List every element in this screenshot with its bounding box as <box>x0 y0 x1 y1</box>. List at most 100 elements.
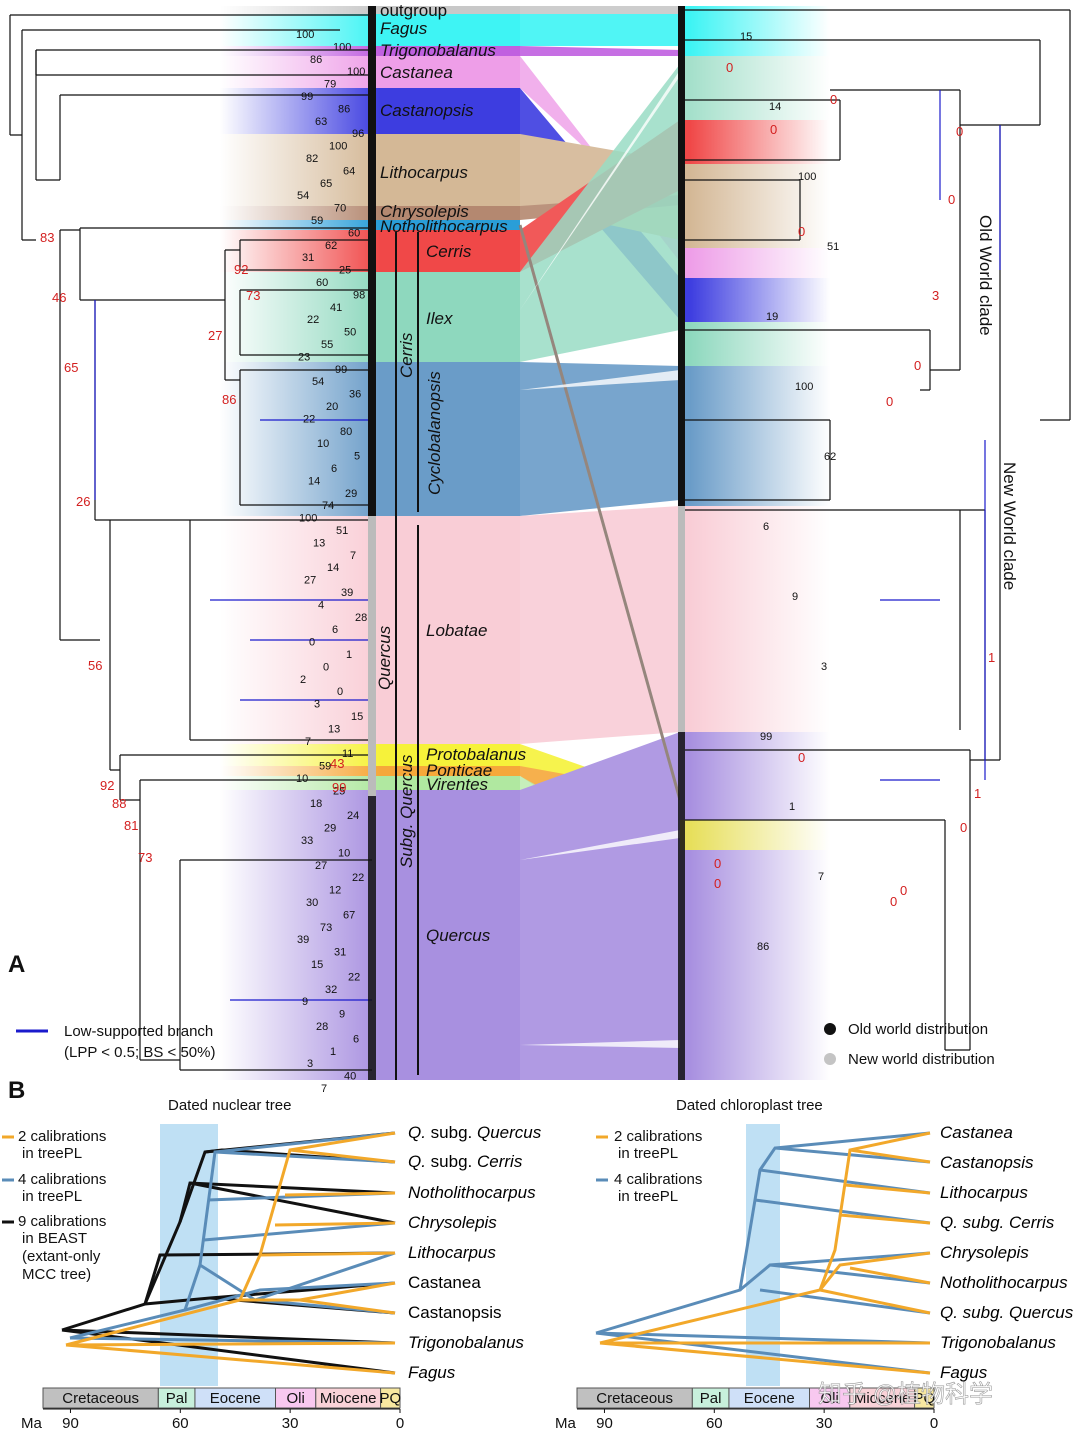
clade-label-cerris: Cerris <box>426 242 472 261</box>
support-value-red: 1 <box>988 650 995 665</box>
nuclear-taxon-chrysolepis: Chrysolepis <box>408 1213 497 1232</box>
support-value: 9 <box>339 1009 345 1021</box>
support-value: 100 <box>347 66 365 78</box>
time-tick-label: 90 <box>62 1415 79 1432</box>
support-value: 29 <box>345 488 357 500</box>
support-value-red: 0 <box>890 894 897 909</box>
support-value: 25 <box>339 265 351 277</box>
support-value: 6 <box>353 1033 359 1045</box>
clade-label-quercus: Quercus <box>426 926 491 945</box>
support-value-red: 92 <box>100 778 114 793</box>
support-value: 55 <box>321 339 333 351</box>
time-tick-label: 60 <box>172 1415 189 1432</box>
nuclear-taxon-notholithocarpus: Notholithocarpus <box>408 1183 536 1202</box>
nuclear-tips <box>368 6 376 1080</box>
support-value-red: 27 <box>208 328 222 343</box>
time-tick-label: 30 <box>282 1415 299 1432</box>
chloroplast-legend: 2 calibrations in treePL 4 calibrations … <box>596 1128 702 1205</box>
support-value-red: 0 <box>886 394 893 409</box>
support-value-red: 0 <box>798 224 805 239</box>
watermark: 知乎 @植物科学 <box>818 1381 993 1408</box>
support-value: 29 <box>324 823 336 835</box>
support-value: 6 <box>331 463 337 475</box>
period-label: Oli <box>286 1390 304 1407</box>
nuclear-taxon-castanea: Castanea <box>408 1273 481 1292</box>
support-value: 7 <box>321 1083 327 1095</box>
period-label: Cretaceous <box>596 1390 673 1407</box>
new-world-legend-text: New world distribution <box>848 1051 995 1068</box>
support-value: 25 <box>333 785 345 797</box>
support-value: 36 <box>349 389 361 401</box>
support-value: 100 <box>299 513 317 525</box>
support-value-red: 46 <box>52 290 66 305</box>
support-value-red: 0 <box>726 60 733 75</box>
clade-label-fagus: Fagus <box>380 19 428 38</box>
nuclear-tree <box>9 14 372 1071</box>
support-value-red: 83 <box>40 230 54 245</box>
support-value: 60 <box>348 227 360 239</box>
new-world-dot <box>824 1053 836 1065</box>
support-value: 51 <box>827 241 839 253</box>
support-value: 0 <box>323 661 329 673</box>
support-value: 24 <box>347 810 359 822</box>
nuclear-taxon-castanopsis: Castanopsis <box>408 1303 502 1322</box>
clade-label-trigonobalanus: Trigonobalanus <box>380 41 496 60</box>
low-support-legend-line2: (LPP < 0.5; BS < 50%) <box>64 1044 215 1061</box>
support-value: 0 <box>309 637 315 649</box>
support-value: 15 <box>740 31 752 43</box>
chloroplast-taxon-notholithocarpus: Notholithocarpus <box>940 1273 1068 1292</box>
chloroplast-tips <box>678 6 685 1080</box>
support-value-red: 3 <box>932 288 939 303</box>
support-value: 3 <box>314 699 320 711</box>
clade-label-virentes: Virentes <box>426 775 489 794</box>
nuclear-taxa-labels: Q. subg. Quercus Q. subg. Cerris Notholi… <box>408 1123 542 1382</box>
support-value-red: 43 <box>330 756 344 771</box>
support-value: 80 <box>340 426 352 438</box>
period-label: Miocene <box>320 1390 377 1407</box>
chloroplast-low-support-branches <box>880 90 1001 781</box>
nuclear-legend: 2 calibrations in treePL 4 calibrations … <box>2 1128 106 1283</box>
chloroplast-taxon-trigonobalanus: Trigonobalanus <box>940 1333 1056 1352</box>
support-value: 96 <box>352 128 364 140</box>
support-value: 9 <box>302 996 308 1008</box>
time-tick-label: 90 <box>596 1415 613 1432</box>
time-tick-label: 0 <box>930 1415 938 1432</box>
nuclear-taxon-fagus: Fagus <box>408 1363 456 1382</box>
support-value: 7 <box>305 736 311 748</box>
support-value: 86 <box>338 103 350 115</box>
support-value: 98 <box>353 289 365 301</box>
support-value: 6 <box>332 624 338 636</box>
support-value: 86 <box>757 941 769 953</box>
svg-text:2 calibrations: 2 calibrations <box>614 1128 702 1145</box>
chloroplast-clade-bands <box>680 6 830 1080</box>
clade-label-cyclobalanopsis: Cyclobalanopsis <box>425 371 444 495</box>
support-value: 62 <box>325 240 337 252</box>
support-value: 82 <box>306 153 318 165</box>
support-value: 0 <box>337 686 343 698</box>
support-value: 22 <box>303 413 315 425</box>
chloroplast-taxon-fagus: Fagus <box>940 1363 988 1382</box>
time-unit: Ma <box>555 1415 576 1432</box>
support-value: 10 <box>338 847 350 859</box>
support-value: 63 <box>315 116 327 128</box>
tanglegram-ribbons <box>518 6 682 1080</box>
support-value: 30 <box>306 897 318 909</box>
support-values-black: 1001008610079998663961008264655470596062… <box>296 29 839 1095</box>
svg-text:in BEAST: in BEAST <box>22 1230 87 1247</box>
support-value: 10 <box>296 773 308 785</box>
time-tick-label: 60 <box>706 1415 723 1432</box>
support-value-red: 0 <box>914 358 921 373</box>
svg-text:in treePL: in treePL <box>22 1145 82 1162</box>
nuclear-taxon-q-subg-cerris: Q. subg. Cerris <box>408 1152 523 1171</box>
period-label: Eocene <box>744 1390 795 1407</box>
svg-text:in treePL: in treePL <box>618 1145 678 1162</box>
time-tick-label: 30 <box>816 1415 833 1432</box>
support-value: 11 <box>342 748 353 760</box>
support-value: 59 <box>311 215 323 227</box>
support-value: 40 <box>344 1071 356 1083</box>
period-label: Oli <box>820 1390 838 1407</box>
support-value: 19 <box>766 311 778 323</box>
time-tick-label: 0 <box>396 1415 404 1432</box>
support-value: 100 <box>329 141 347 153</box>
